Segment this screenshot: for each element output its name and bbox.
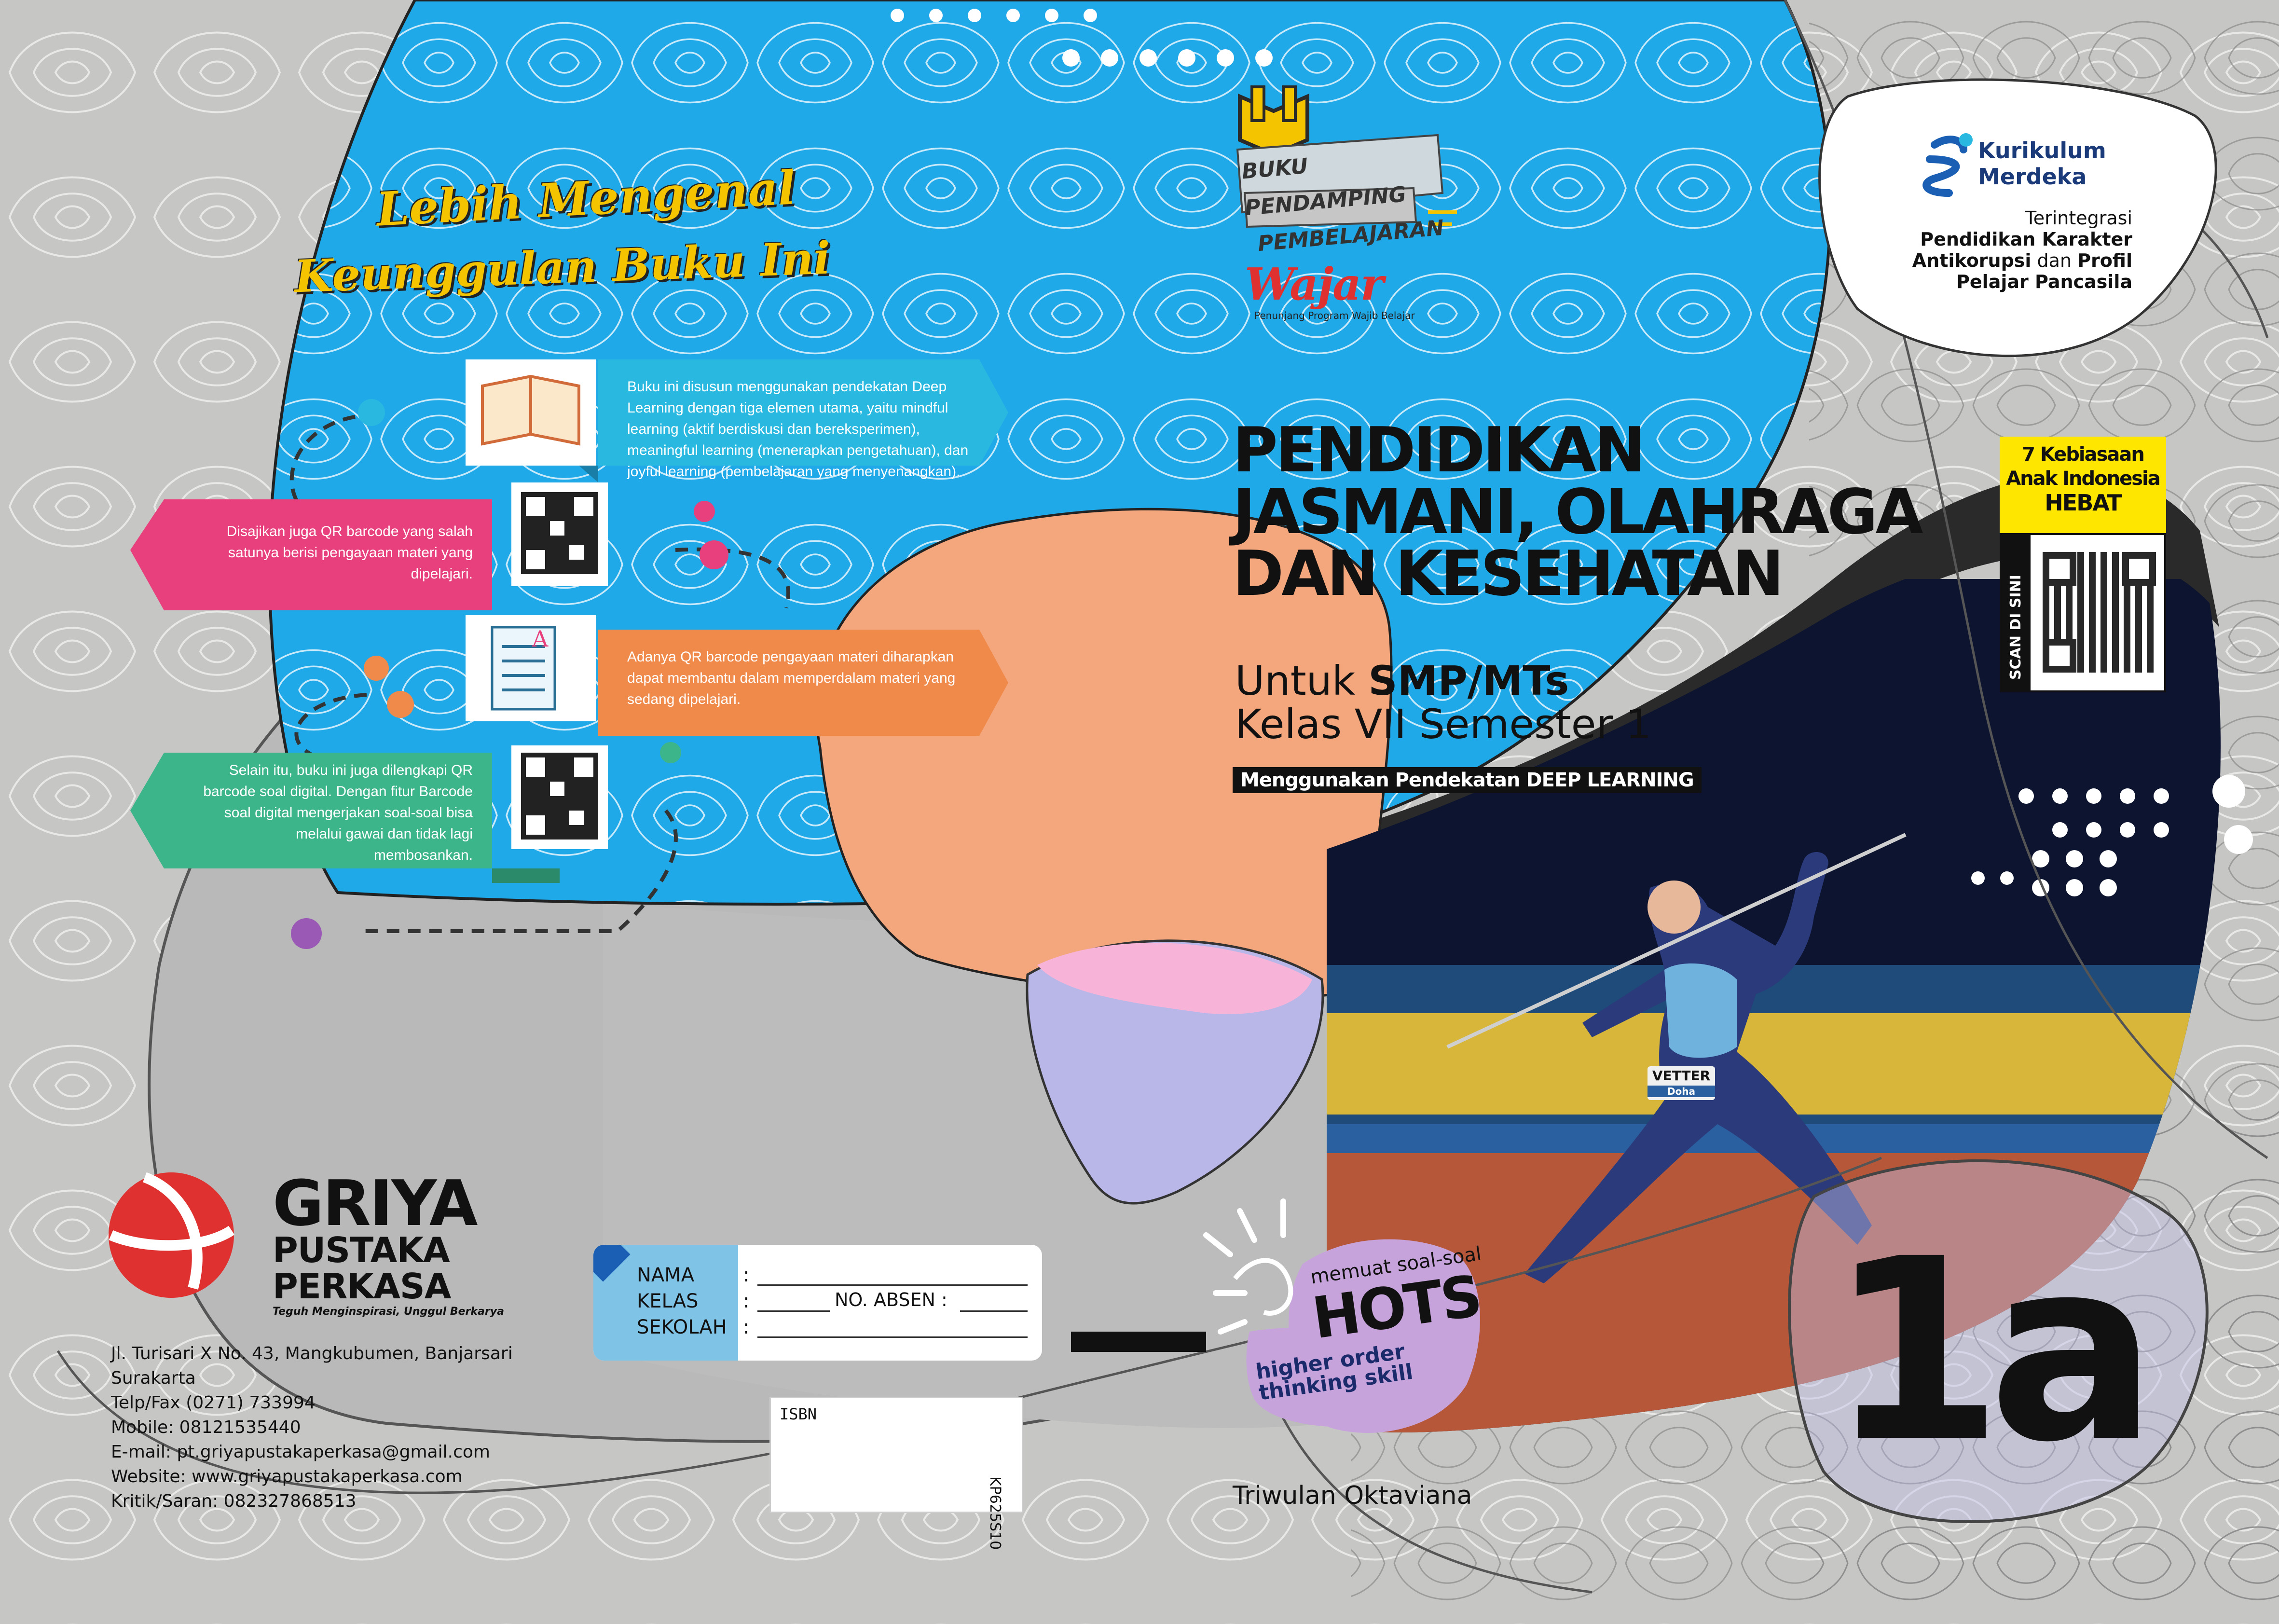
publisher-phone: Telp/Fax (0271) 733994 (111, 1393, 316, 1413)
publisher-name-line3: PERKASA (273, 1266, 451, 1307)
habits-box: 7 Kebiasaan Anak Indonesia HEBAT (2000, 437, 2166, 533)
publisher-name-line2: PUSTAKA (273, 1230, 450, 1270)
qr-finder-bl (2043, 639, 2076, 673)
student-name-form: NAMA KELAS SEKOLAH : : : NO. ABSEN : (593, 1245, 1042, 1361)
level-school: SMP/MTs (1368, 657, 1569, 704)
companion-book-badge: BUKU PENDAMPING PEMBELAJARAN (1240, 136, 1452, 263)
form-label-absen: NO. ABSEN : (835, 1289, 947, 1310)
form-label-nama: NAMA (637, 1264, 695, 1286)
publisher-mobile: Mobile: 08121535440 (111, 1418, 301, 1437)
feature-qr-digital-quiz: Selain itu, buku ini juga dilengkapi QR … (203, 762, 473, 863)
form-label-sekolah: SEKOLAH (637, 1316, 727, 1338)
integration-line1: Terintegrasi (2025, 207, 2132, 229)
product-code: KP625S10 (987, 1476, 1003, 1550)
feature-qr-enrichment: Disajikan juga QR barcode yang salah sat… (226, 523, 473, 582)
feature-qr-deepen: Adanya QR barcode pengayaan materi dihar… (627, 649, 956, 707)
address-line2: Surakarta (111, 1368, 196, 1388)
habits-line2: Anak Indonesia (2006, 468, 2161, 490)
kurikulum-line2: Merdeka (1978, 164, 2087, 190)
author-name: Triwulan Oktaviana (1233, 1481, 1472, 1510)
form-colons: : : : (743, 1262, 749, 1340)
integration-line4: Pelajar Pancasila (1956, 271, 2132, 292)
integration-line2: Pendidikan Karakter (1920, 229, 2132, 250)
approach-label: Menggunakan Pendekatan DEEP LEARNING (1233, 767, 1702, 793)
kurikulum-merdeka-logo: Kurikulum Merdeka (1978, 138, 2106, 190)
habits-qr-frame[interactable]: SCAN DI SINI (2000, 533, 2166, 692)
colon-sekolah: : (743, 1316, 750, 1338)
title-line1: PENDIDIKAN (1233, 414, 1646, 486)
title-line3: DAN KESEHATAN (1233, 538, 1784, 610)
publisher-name-line1: GRIYA (273, 1167, 478, 1240)
isbn-label: ISBN (780, 1405, 817, 1423)
wajar-logo: Wajar (1245, 258, 1384, 310)
field-line-absen[interactable] (960, 1310, 1028, 1312)
field-line-sekolah[interactable] (757, 1336, 1028, 1338)
publisher-tagline: Teguh Menginspirasi, Unggul Berkarya (273, 1306, 504, 1318)
colon-kelas: : (743, 1290, 750, 1312)
integration-antikorupsi: Antikorupsi (1912, 250, 2032, 271)
isbn-box: ISBN (769, 1397, 1023, 1513)
publisher-website: Website: www.griyapustakaperkasa.com (111, 1467, 463, 1486)
wajar-tagline: Penunjang Program Wajib Belajar (1254, 310, 1415, 321)
form-labels: NAMA KELAS SEKOLAH (637, 1262, 727, 1340)
bib-name: VETTER (1652, 1068, 1711, 1084)
scan-label-strip (2002, 535, 2031, 690)
form-label-kelas: KELAS (637, 1290, 699, 1312)
volume-number: 1a (1828, 1205, 2158, 1497)
field-line-nama[interactable] (757, 1284, 1028, 1286)
scan-label: SCAN DI SINI (2007, 575, 2024, 680)
bib-city: Doha (1647, 1086, 1715, 1097)
book-title: PENDIDIKAN JASMANI, OLAHRAGA DAN KESEHAT… (1233, 414, 1923, 610)
colon-nama: : (743, 1264, 750, 1286)
habits-line1: 7 Kebiasaan (2022, 443, 2145, 466)
integration-profil: Profil (2077, 250, 2132, 271)
qr-finder-tl (2043, 552, 2076, 586)
address-line1: Jl. Turisari X No. 43, Mangkubumen, Banj… (111, 1344, 513, 1363)
publisher-email: E-mail: pt.griyapustakaperkasa@gmail.com (111, 1442, 490, 1462)
habits-qr-code[interactable] (2043, 552, 2156, 673)
publisher-feedback: Kritik/Saran: 082327868513 (111, 1491, 357, 1511)
integration-note: Terintegrasi Pendidikan Karakter Antikor… (1906, 207, 2132, 292)
feature-deep-learning: Buku ini disusun menggunakan pendekatan … (627, 379, 969, 480)
integration-conjunction: dan (2031, 250, 2078, 271)
book-level: Untuk SMP/MTs (1235, 659, 1569, 703)
field-line-kelas[interactable] (757, 1310, 830, 1312)
athlete-bib: VETTER Doha (1647, 1066, 1715, 1100)
svg-text:A: A (532, 626, 549, 652)
title-line2: JASMANI, OLAHRAGA (1233, 476, 1923, 548)
level-prefix: Untuk (1235, 657, 1369, 704)
qr-finder-tr (2122, 552, 2156, 586)
kurikulum-line1: Kurikulum (1978, 138, 2106, 164)
publisher-address: Jl. Turisari X No. 43, Mangkubumen, Banj… (111, 1341, 513, 1514)
habits-line3: HEBAT (2045, 490, 2122, 516)
book-grade: Kelas VII Semester 1 (1235, 701, 1652, 748)
